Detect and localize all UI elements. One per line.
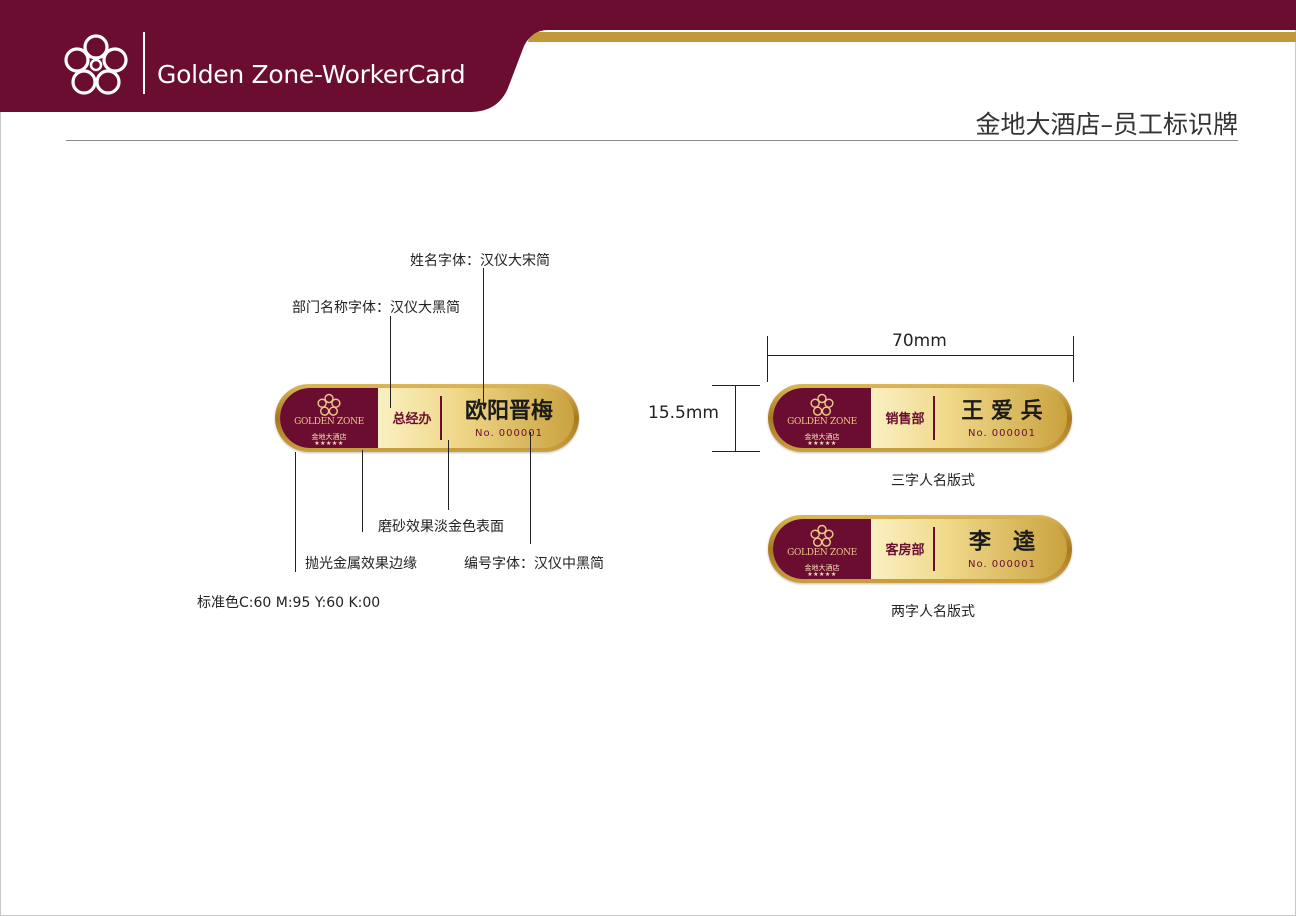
badge-department: 客房部 (885, 543, 925, 558)
header-maroon-shape (0, 0, 1296, 112)
badge-separator (933, 527, 935, 571)
badge-name: 王 爱 兵 (961, 398, 1043, 424)
badge-number: No. 000001 (968, 428, 1036, 439)
dimension-width-line (767, 355, 1074, 356)
badge-logo-stars: ★★★★★ (807, 571, 837, 578)
header-gold-strip (528, 32, 1296, 42)
badge-three-char: GOLDEN ZONE 金地大酒店 ★★★★★ 销售部 王 爱 兵 No. 00… (768, 384, 1072, 452)
badge-logo-english: GOLDEN ZONE (787, 548, 857, 558)
badge-name: 欧阳晋梅 (464, 398, 553, 424)
badge-face: GOLDEN ZONE 金地大酒店 ★★★★★ 销售部 王 爱 兵 No. 00… (773, 388, 1067, 448)
annotation-standard-color: 标准色C:60 M:95 Y:60 K:00 (197, 595, 381, 611)
caption-two-char: 两字人名版式 (891, 604, 975, 620)
dimension-width-tick-left (767, 336, 768, 382)
badge-face: GOLDEN ZONE 金地大酒店 ★★★★★ 客房部 李 逵 No. 0000… (773, 519, 1067, 579)
badge-logo-stars: ★★★★★ (807, 440, 837, 447)
badge-logo-chinese: 金地大酒店 (311, 433, 347, 441)
leader-line-edge (362, 450, 363, 532)
badge-department: 销售部 (885, 412, 925, 427)
brand-title: Golden Zone-WorkerCard (157, 60, 466, 89)
badge-department: 总经办 (392, 412, 432, 427)
badge-main: GOLDEN ZONE 金地大酒店 ★★★★★ 总经办 欧阳晋梅 No. 000… (275, 384, 579, 452)
badge-logo-panel: GOLDEN ZONE 金地大酒店 ★★★★★ (773, 519, 871, 579)
leader-line-color (295, 452, 296, 572)
annotation-number-font: 编号字体：汉仪中黑简 (464, 556, 604, 572)
annotation-matte-surface: 磨砂效果淡金色表面 (378, 519, 504, 535)
badge-logo-chinese: 金地大酒店 (804, 564, 840, 572)
badge-logo-english: GOLDEN ZONE (787, 417, 857, 427)
badge-name: 李 逵 (968, 529, 1035, 555)
leader-line-dept (390, 316, 391, 408)
badge-two-char: GOLDEN ZONE 金地大酒店 ★★★★★ 客房部 李 逵 No. 0000… (768, 515, 1072, 583)
flower-logo-icon (810, 524, 834, 547)
header-band (0, 0, 1296, 112)
badge-logo-panel: GOLDEN ZONE 金地大酒店 ★★★★★ (773, 388, 871, 448)
leader-line-matte (448, 440, 449, 510)
dimension-height-tick-bottom (712, 451, 760, 452)
dimension-height-label: 15.5mm (648, 403, 719, 423)
page-title: 金地大酒店–员工标识牌 (975, 110, 1238, 139)
badge-logo-chinese: 金地大酒店 (804, 433, 840, 441)
flower-logo-icon (64, 34, 128, 95)
leader-line-number (530, 432, 531, 544)
badge-number: No. 000001 (968, 559, 1036, 570)
dimension-height-tick-top (712, 385, 760, 386)
annotation-name-font: 姓名字体：汉仪大宋简 (410, 253, 550, 269)
dimension-height-line (735, 385, 736, 452)
annotation-polished-edge: 抛光金属效果边缘 (305, 556, 417, 572)
leader-line-name (483, 268, 484, 406)
dimension-width-tick-right (1073, 336, 1074, 382)
flower-logo-icon (317, 393, 341, 416)
badge-logo-panel: GOLDEN ZONE 金地大酒店 ★★★★★ (280, 388, 378, 448)
header-rule (66, 140, 1238, 141)
badge-separator (440, 396, 442, 440)
caption-three-char: 三字人名版式 (891, 473, 975, 489)
badge-face: GOLDEN ZONE 金地大酒店 ★★★★★ 总经办 欧阳晋梅 No. 000… (280, 388, 574, 448)
flower-logo-icon (810, 393, 834, 416)
badge-separator (933, 396, 935, 440)
badge-number: No. 000001 (475, 428, 543, 439)
badge-logo-stars: ★★★★★ (314, 440, 344, 447)
dimension-width-label: 70mm (892, 331, 947, 351)
annotation-dept-font: 部门名称字体：汉仪大黑简 (292, 300, 460, 316)
brand-divider (143, 32, 145, 94)
badge-logo-english: GOLDEN ZONE (294, 417, 364, 427)
